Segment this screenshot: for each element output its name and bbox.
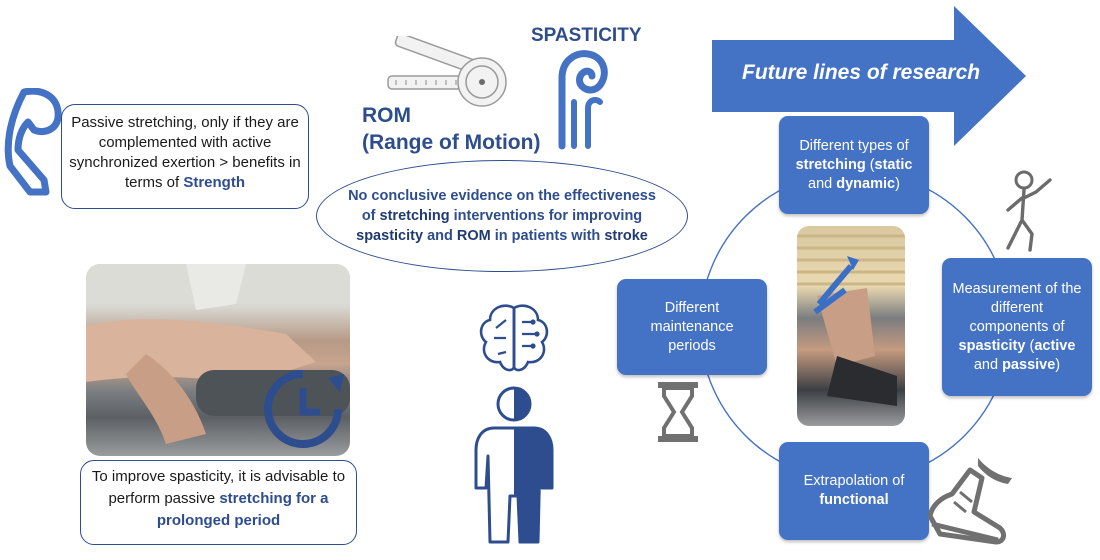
hourglass-icon [658, 382, 698, 442]
leg-stretch-scene [797, 234, 905, 406]
research-box-stretching-types: Different types of stretching (static an… [779, 116, 929, 214]
spastic-hand-icon [558, 50, 608, 150]
prolonged-stretching-note: To improve spasticity, it is advisable t… [80, 460, 357, 545]
leg-stretch-photo [797, 226, 905, 426]
research-box-functional: Extrapolation of functional [779, 442, 929, 540]
research-box-maintenance-periods: Different maintenance periods [617, 279, 767, 375]
goniometer-icon [387, 36, 507, 107]
clock-refresh-icon [264, 370, 344, 448]
walking-person-icon [1006, 170, 1052, 252]
rom-label: ROM (Range of Motion) [362, 104, 541, 154]
conclusion-ellipse: No conclusive evidence on the effectiven… [316, 160, 688, 272]
strength-note: Passive stretching, only if they are com… [61, 104, 309, 209]
brain-icon [479, 304, 549, 372]
stretching-scene [86, 264, 350, 444]
running-shoe-icon [927, 458, 1012, 545]
future-research-arrow [712, 6, 1026, 146]
spasticity-label: SPASTICITY [531, 25, 642, 46]
person-icon [474, 386, 554, 544]
stretching-photo [86, 264, 350, 456]
arm-muscle-icon [4, 88, 62, 196]
research-box-spasticity-components: Measurement of the different components … [942, 258, 1092, 396]
future-research-label: Future lines of research [742, 61, 981, 84]
